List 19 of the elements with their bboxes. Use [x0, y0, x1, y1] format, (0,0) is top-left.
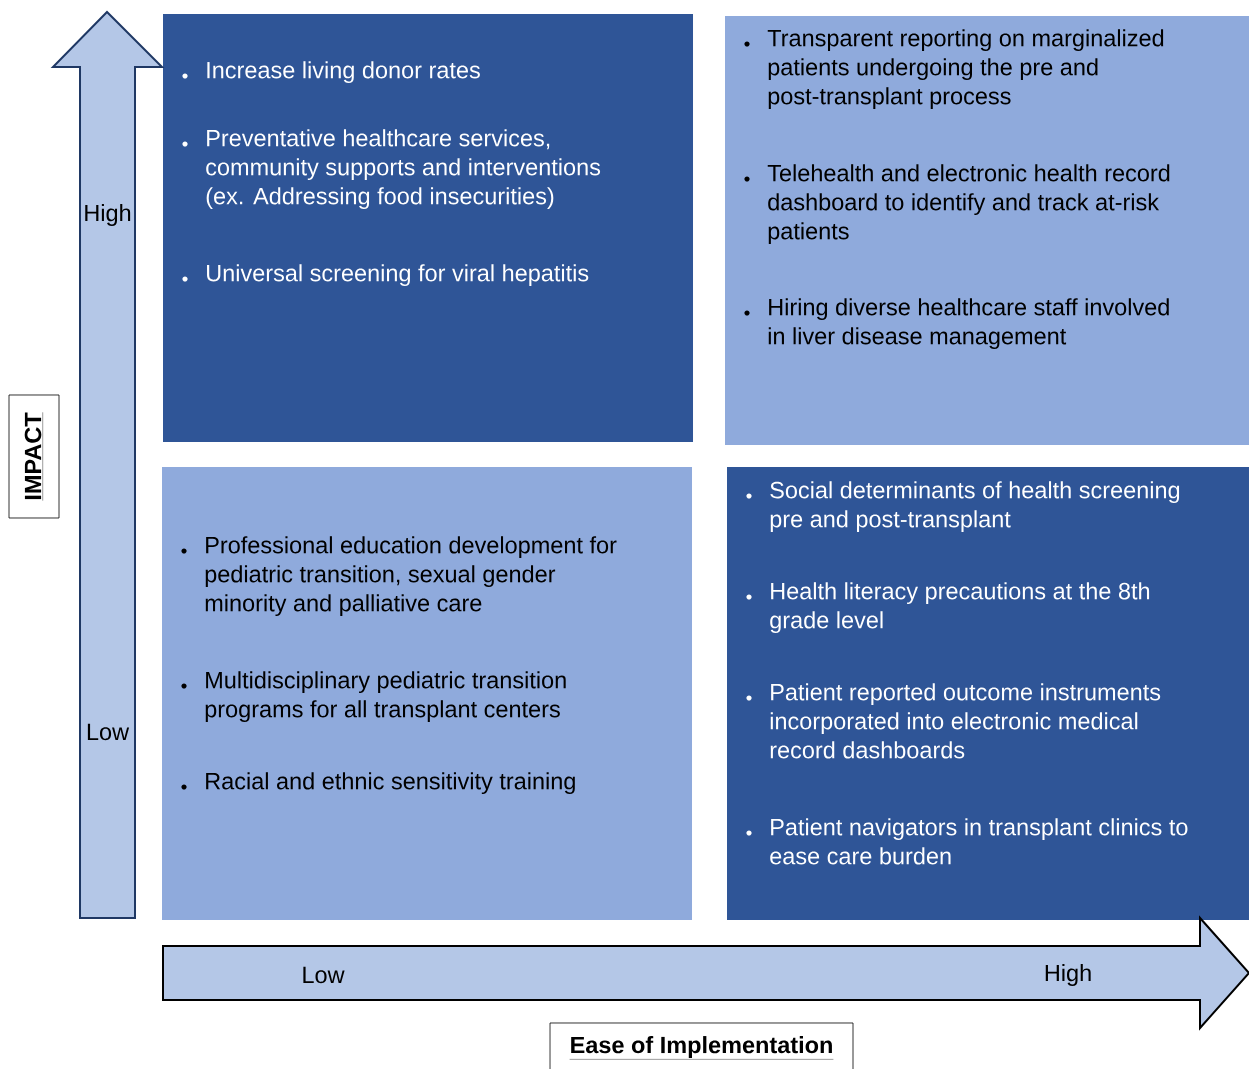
- bullet-item: Telehealth and electronic health record dashboard to identify and track at-risk patients: [767, 164, 1170, 245]
- bullet-item: Social determinants of health screening pre and post-transplant: [770, 481, 1180, 533]
- axis-level-label: High: [85, 204, 131, 226]
- bullet-item: Increase living donor rates: [207, 61, 480, 84]
- bullet-item: Multidisciplinary pediatric transition programs for all transplant centers: [205, 671, 566, 723]
- bullet-item: Transparent reporting on marginalized patients undergoing the pre and post-transplant process: [767, 29, 1164, 110]
- bullet-item: Patient navigators in transplant clinics to ease care burden: [770, 818, 1188, 865]
- axis-level-label: Low: [303, 966, 345, 984]
- bullet-item: Patient reported outcome instruments incorporated into electronic medical record dashboards: [770, 683, 1161, 759]
- bullet-item: Racial and ethnic sensitivity training: [206, 772, 575, 795]
- axis-title-box: IMPACT: [8, 394, 60, 519]
- bullet-item: Hiring diverse healthcare staff involved in liver disease management: [768, 298, 1169, 350]
- axis-title-box: Ease of Implementation: [549, 1022, 854, 1069]
- axis-level-label: Low: [87, 723, 130, 741]
- bullet-item: Health literacy precautions at the 8th grade level: [770, 582, 1150, 634]
- axis-level-label: High: [1045, 964, 1091, 986]
- bullet-item: Preventative healthcare services, community supports and interventions (ex. Addressing food insecurities): [206, 129, 601, 210]
- bullet-item: Universal screening for viral hepatitis: [207, 264, 589, 287]
- bullet-item: Professional education development for pediatric transition, sexual gender minority and palliative care: [205, 536, 617, 617]
